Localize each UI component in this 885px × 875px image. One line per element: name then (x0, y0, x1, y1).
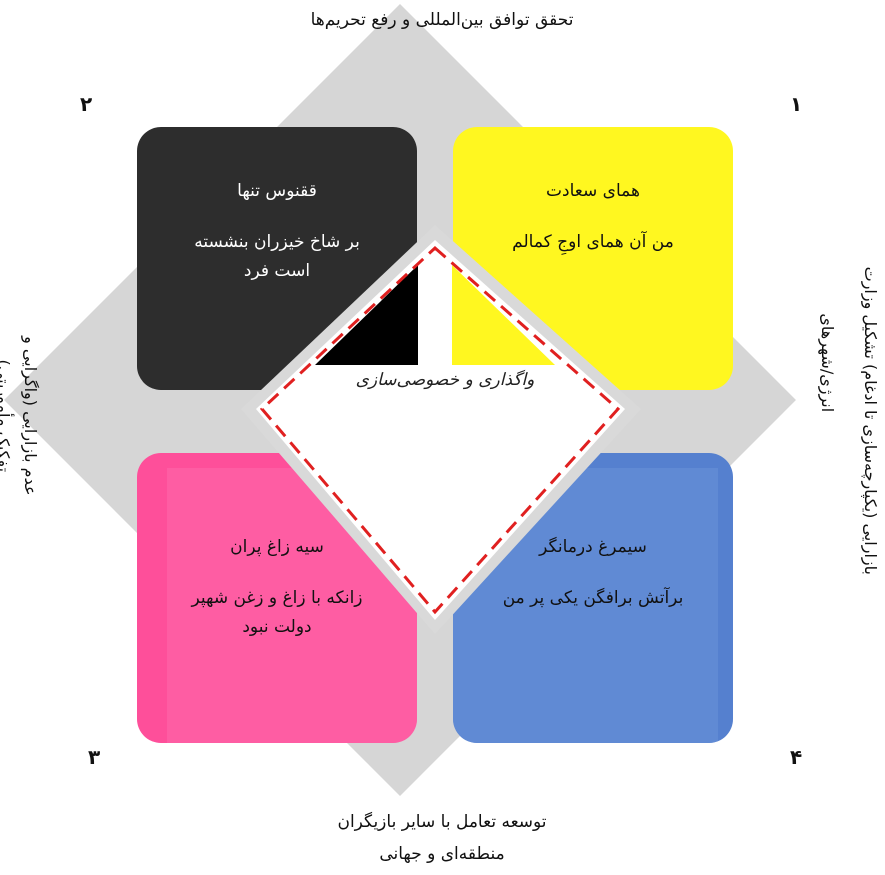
quadrant-3-title: سیه زاغ پران (137, 533, 417, 562)
quadrant-2-line: بر شاخ خیزران بنشسته است فرد (137, 228, 417, 286)
quadrant-1-line: من آن همای اوجِ کمالم (453, 228, 733, 257)
left-axis-label-line1: عدم بازارایی (واگرایی و (17, 316, 43, 516)
quadrant-3-box: سیه زاغ پران زانکه با زاغ و زغن شهپر دول… (137, 453, 417, 743)
bottom-axis-label-line1: توسعه تعامل با سایر بازیگران (242, 810, 642, 836)
quadrant-number-4: ۴ (790, 745, 802, 769)
quadrant-number-3: ۳ (88, 745, 100, 769)
top-axis-label: تحقق توافق بین‌المللی و رفع تحریم‌ها (242, 8, 642, 34)
quadrant-4-title: سیمرغ درمانگر (453, 533, 733, 562)
left-axis-label-line2: تفکیک مأموریتی) (0, 316, 16, 516)
quadrant-1-box: همای سعادت من آن همای اوجِ کمالم (453, 127, 733, 390)
right-axis-label-line1: بازارایی (یکپارچه‌سازی تا ادغام) تشکیل و… (857, 251, 883, 591)
quadrant-3-line: زانکه با زاغ و زغن شهپر دولت نبود (137, 584, 417, 642)
quadrant-2-box: ققنوس تنها بر شاخ خیزران بنشسته است فرد (137, 127, 417, 390)
right-axis-label-line2: انرژی/شهرهای (814, 263, 840, 463)
bottom-axis-label-line2: منطقه‌ای و جهانی (242, 842, 642, 868)
quadrant-number-2: ۲ (80, 92, 92, 116)
quadrant-1-title: همای سعادت (453, 177, 733, 206)
quadrant-number-1: ۱ (790, 92, 802, 116)
quadrant-2-title: ققنوس تنها (137, 177, 417, 206)
quadrant-4-line: برآتش برافگن یکی پر من (453, 584, 733, 613)
quadrant-4-box: سیمرغ درمانگر برآتش برافگن یکی پر من (453, 453, 733, 743)
center-label: واگذاری و خصوصی‌سازی (330, 370, 560, 390)
